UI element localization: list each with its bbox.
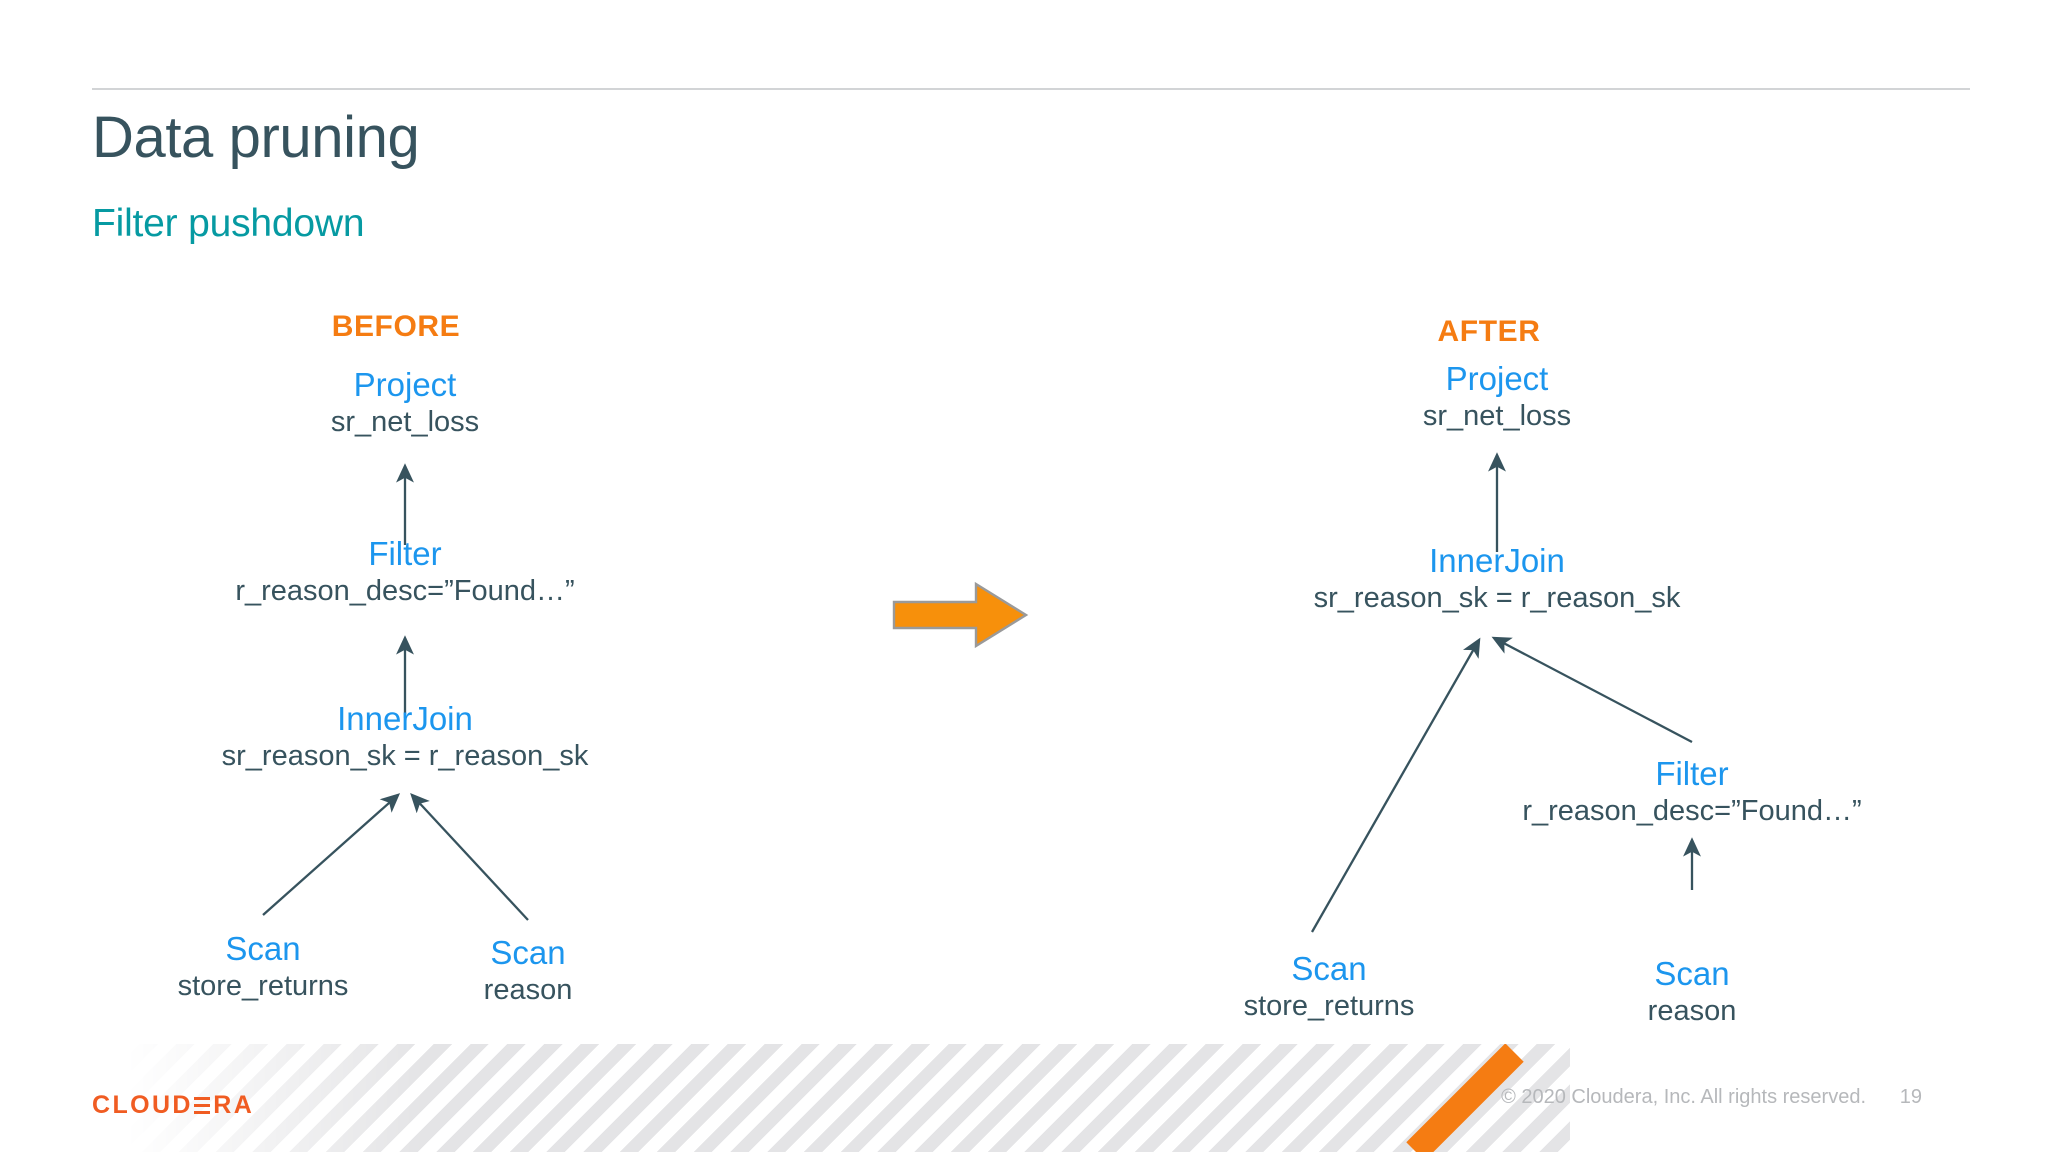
- before-node-scan-reason[interactable]: Scan reason: [484, 934, 573, 1007]
- before-node-project[interactable]: Project sr_net_loss: [331, 366, 479, 439]
- right-arrow-icon: [892, 581, 1029, 649]
- after-node-project[interactable]: Project sr_net_loss: [1423, 360, 1571, 433]
- after-node-project-op: Project: [1445, 360, 1549, 397]
- cloudera-logo-e-glyph: [193, 1096, 210, 1115]
- before-node-filter-detail: r_reason_desc=”Found…”: [235, 574, 575, 607]
- page-number: 19: [1899, 1086, 1922, 1108]
- before-node-project-op: Project: [353, 366, 457, 403]
- footer-left-mask: [0, 1044, 92, 1152]
- before-edge-scanright-to-join: [410, 792, 529, 921]
- after-node-innerjoin-detail: sr_reason_sk = r_reason_sk: [1313, 581, 1681, 614]
- after-node-innerjoin-op: InnerJoin: [1429, 542, 1565, 579]
- before-node-scan-store-returns[interactable]: Scan store_returns: [178, 930, 349, 1003]
- cloudera-logo-suffix: RA: [213, 1091, 255, 1119]
- before-node-scan-reason-detail: reason: [483, 973, 573, 1006]
- page-subtitle: Filter pushdown: [92, 202, 365, 245]
- before-node-innerjoin[interactable]: InnerJoin sr_reason_sk = r_reason_sk: [222, 700, 589, 773]
- after-node-scan-reason-detail: reason: [1647, 994, 1737, 1027]
- after-node-scan-reason-op: Scan: [1654, 955, 1730, 992]
- after-node-filter-detail: r_reason_desc=”Found…”: [1522, 794, 1862, 827]
- footer-stripe-pattern: [126, 1044, 1576, 1152]
- after-node-scan-store-returns-detail: store_returns: [1243, 989, 1415, 1022]
- after-node-filter-op: Filter: [1655, 755, 1729, 792]
- footer-decoration: [0, 1044, 2048, 1152]
- before-node-project-detail: sr_net_loss: [330, 405, 480, 438]
- header-divider: [92, 88, 1970, 90]
- after-edge-scanleft-to-join: [1311, 637, 1481, 933]
- before-node-innerjoin-detail: sr_reason_sk = r_reason_sk: [221, 739, 589, 772]
- before-node-innerjoin-op: InnerJoin: [337, 700, 473, 737]
- before-phase-label: BEFORE: [331, 310, 461, 343]
- cloudera-logo-prefix: CLOUD: [92, 1091, 193, 1119]
- copyright-text: © 2020 Cloudera, Inc. All rights reserve…: [1501, 1086, 1866, 1108]
- before-node-scan-store-returns-op: Scan: [225, 930, 301, 967]
- before-node-filter-op: Filter: [368, 535, 442, 572]
- page-title: Data pruning: [92, 105, 420, 170]
- before-node-filter[interactable]: Filter r_reason_desc=”Found…”: [235, 535, 574, 608]
- after-node-innerjoin[interactable]: InnerJoin sr_reason_sk = r_reason_sk: [1314, 542, 1681, 615]
- after-node-scan-store-returns[interactable]: Scan store_returns: [1244, 950, 1415, 1023]
- before-node-scan-reason-op: Scan: [490, 934, 566, 971]
- after-phase-label: AFTER: [1437, 315, 1541, 348]
- after-edge-filter-to-join: [1491, 636, 1693, 744]
- before-node-scan-store-returns-detail: store_returns: [177, 969, 349, 1002]
- after-node-scan-store-returns-op: Scan: [1291, 950, 1367, 987]
- after-node-scan-reason[interactable]: Scan reason: [1648, 955, 1737, 1028]
- after-node-project-detail: sr_net_loss: [1422, 399, 1572, 432]
- after-node-filter[interactable]: Filter r_reason_desc=”Found…”: [1522, 755, 1861, 828]
- before-edge-scanleft-to-join: [262, 793, 401, 916]
- cloudera-logo: CLOUD RA: [92, 1093, 254, 1118]
- footer-right-mask: [1570, 1044, 2048, 1152]
